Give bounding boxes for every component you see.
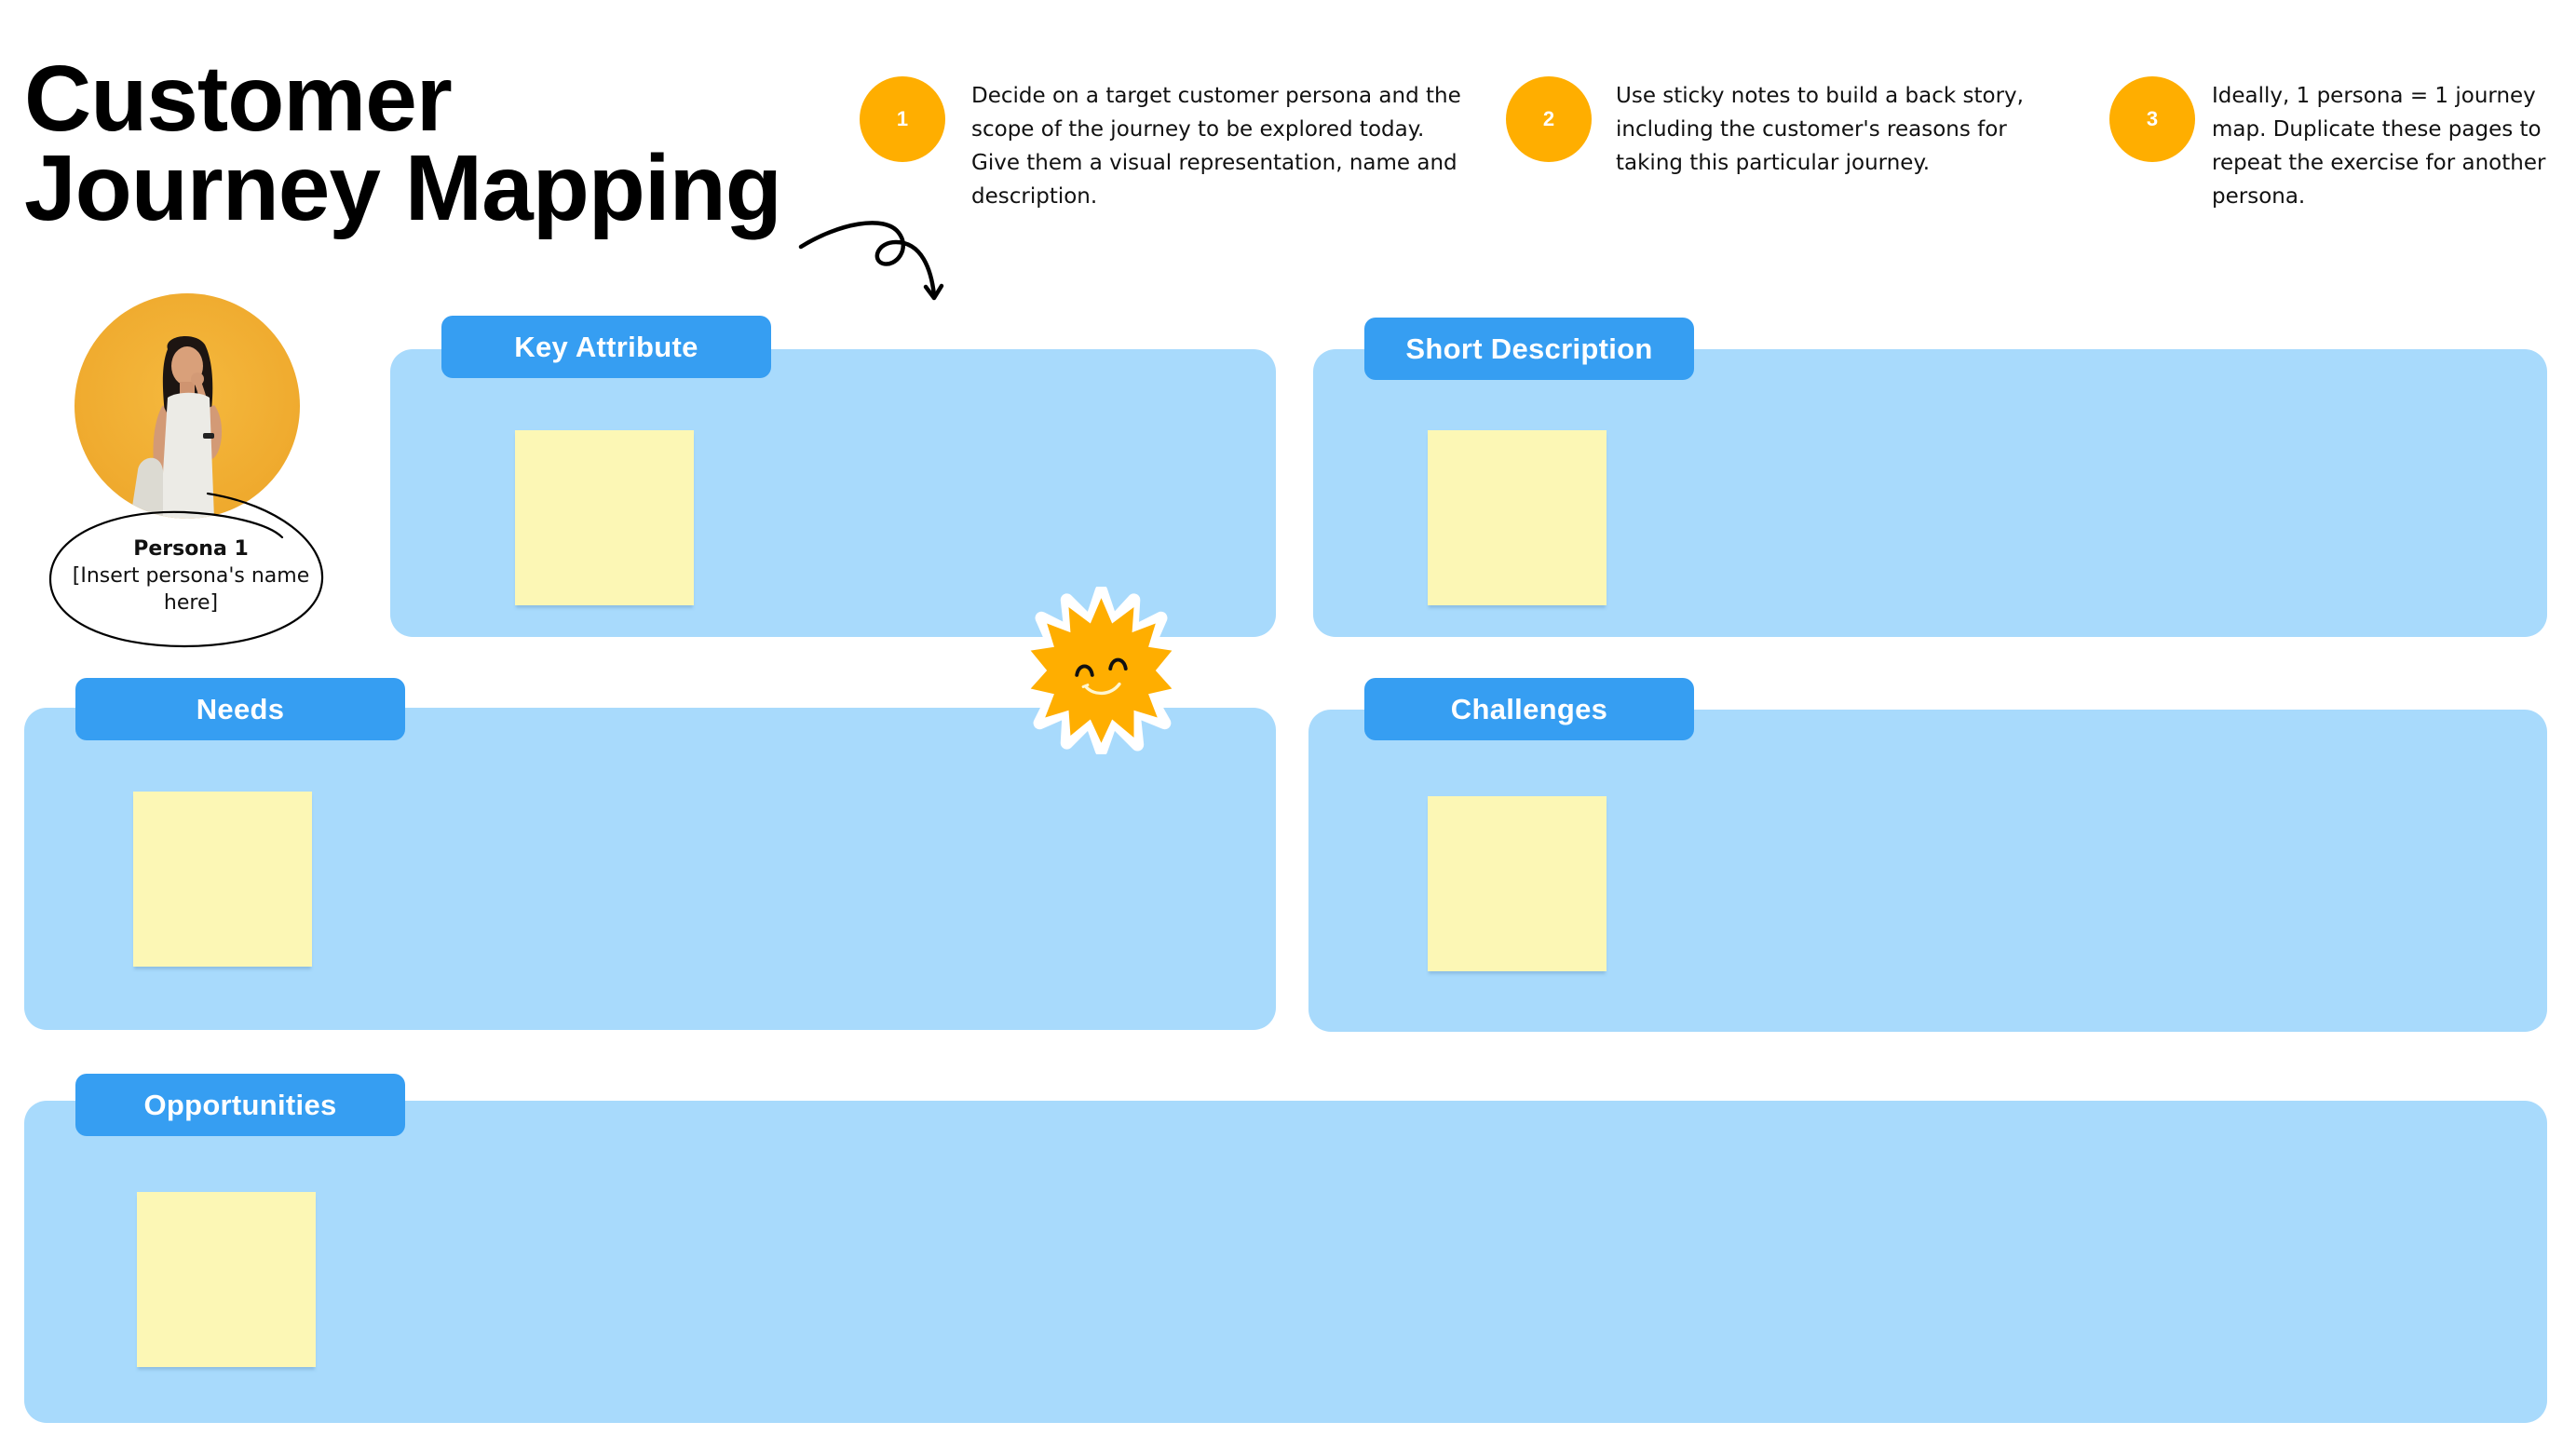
opportunities-sticky-note[interactable] <box>137 1192 316 1367</box>
step-3-number: 3 <box>2146 107 2159 130</box>
step-1-badge: 1 <box>860 76 945 162</box>
title-line-1: Customer <box>24 47 453 151</box>
persona-name: Persona 1 <box>133 537 249 561</box>
persona-photo-icon <box>130 335 223 519</box>
challenges-sticky-note[interactable] <box>1428 796 1607 971</box>
persona-avatar[interactable] <box>75 293 300 519</box>
short-description-header: Short Description <box>1364 318 1694 380</box>
page-title: Customer Journey Mapping <box>24 47 782 240</box>
step-2-badge: 2 <box>1506 76 1592 162</box>
title-line-2: Journey Mapping <box>24 136 782 240</box>
step-1-number: 1 <box>896 107 909 130</box>
needs-header: Needs <box>75 678 405 740</box>
step-2-number: 2 <box>1542 107 1555 130</box>
opportunities-header: Opportunities <box>75 1074 405 1136</box>
key-attribute-sticky-note[interactable] <box>515 430 694 605</box>
short-description-sticky-note[interactable] <box>1428 430 1607 605</box>
step-3-text: Ideally, 1 persona = 1 journey map. Dupl… <box>2212 84 2546 209</box>
key-attribute-header: Key Attribute <box>441 316 771 378</box>
persona-label[interactable]: Persona 1 [Insert persona's name here] <box>65 535 317 616</box>
persona-speech-bubble-icon <box>48 492 324 648</box>
curly-arrow-icon <box>798 221 944 301</box>
needs-sticky-note[interactable] <box>133 792 312 967</box>
challenges-header: Challenges <box>1364 678 1694 740</box>
persona-name-placeholder[interactable]: [Insert persona's name here] <box>72 564 310 615</box>
step-3-badge: 3 <box>2109 76 2195 162</box>
step-2-text: Use sticky notes to build a back story, … <box>1616 84 2024 175</box>
step-1-text: Decide on a target customer persona and … <box>971 84 1461 209</box>
smiling-sun-sticker-icon[interactable] <box>1020 587 1183 754</box>
opportunities-panel <box>24 1101 2547 1423</box>
